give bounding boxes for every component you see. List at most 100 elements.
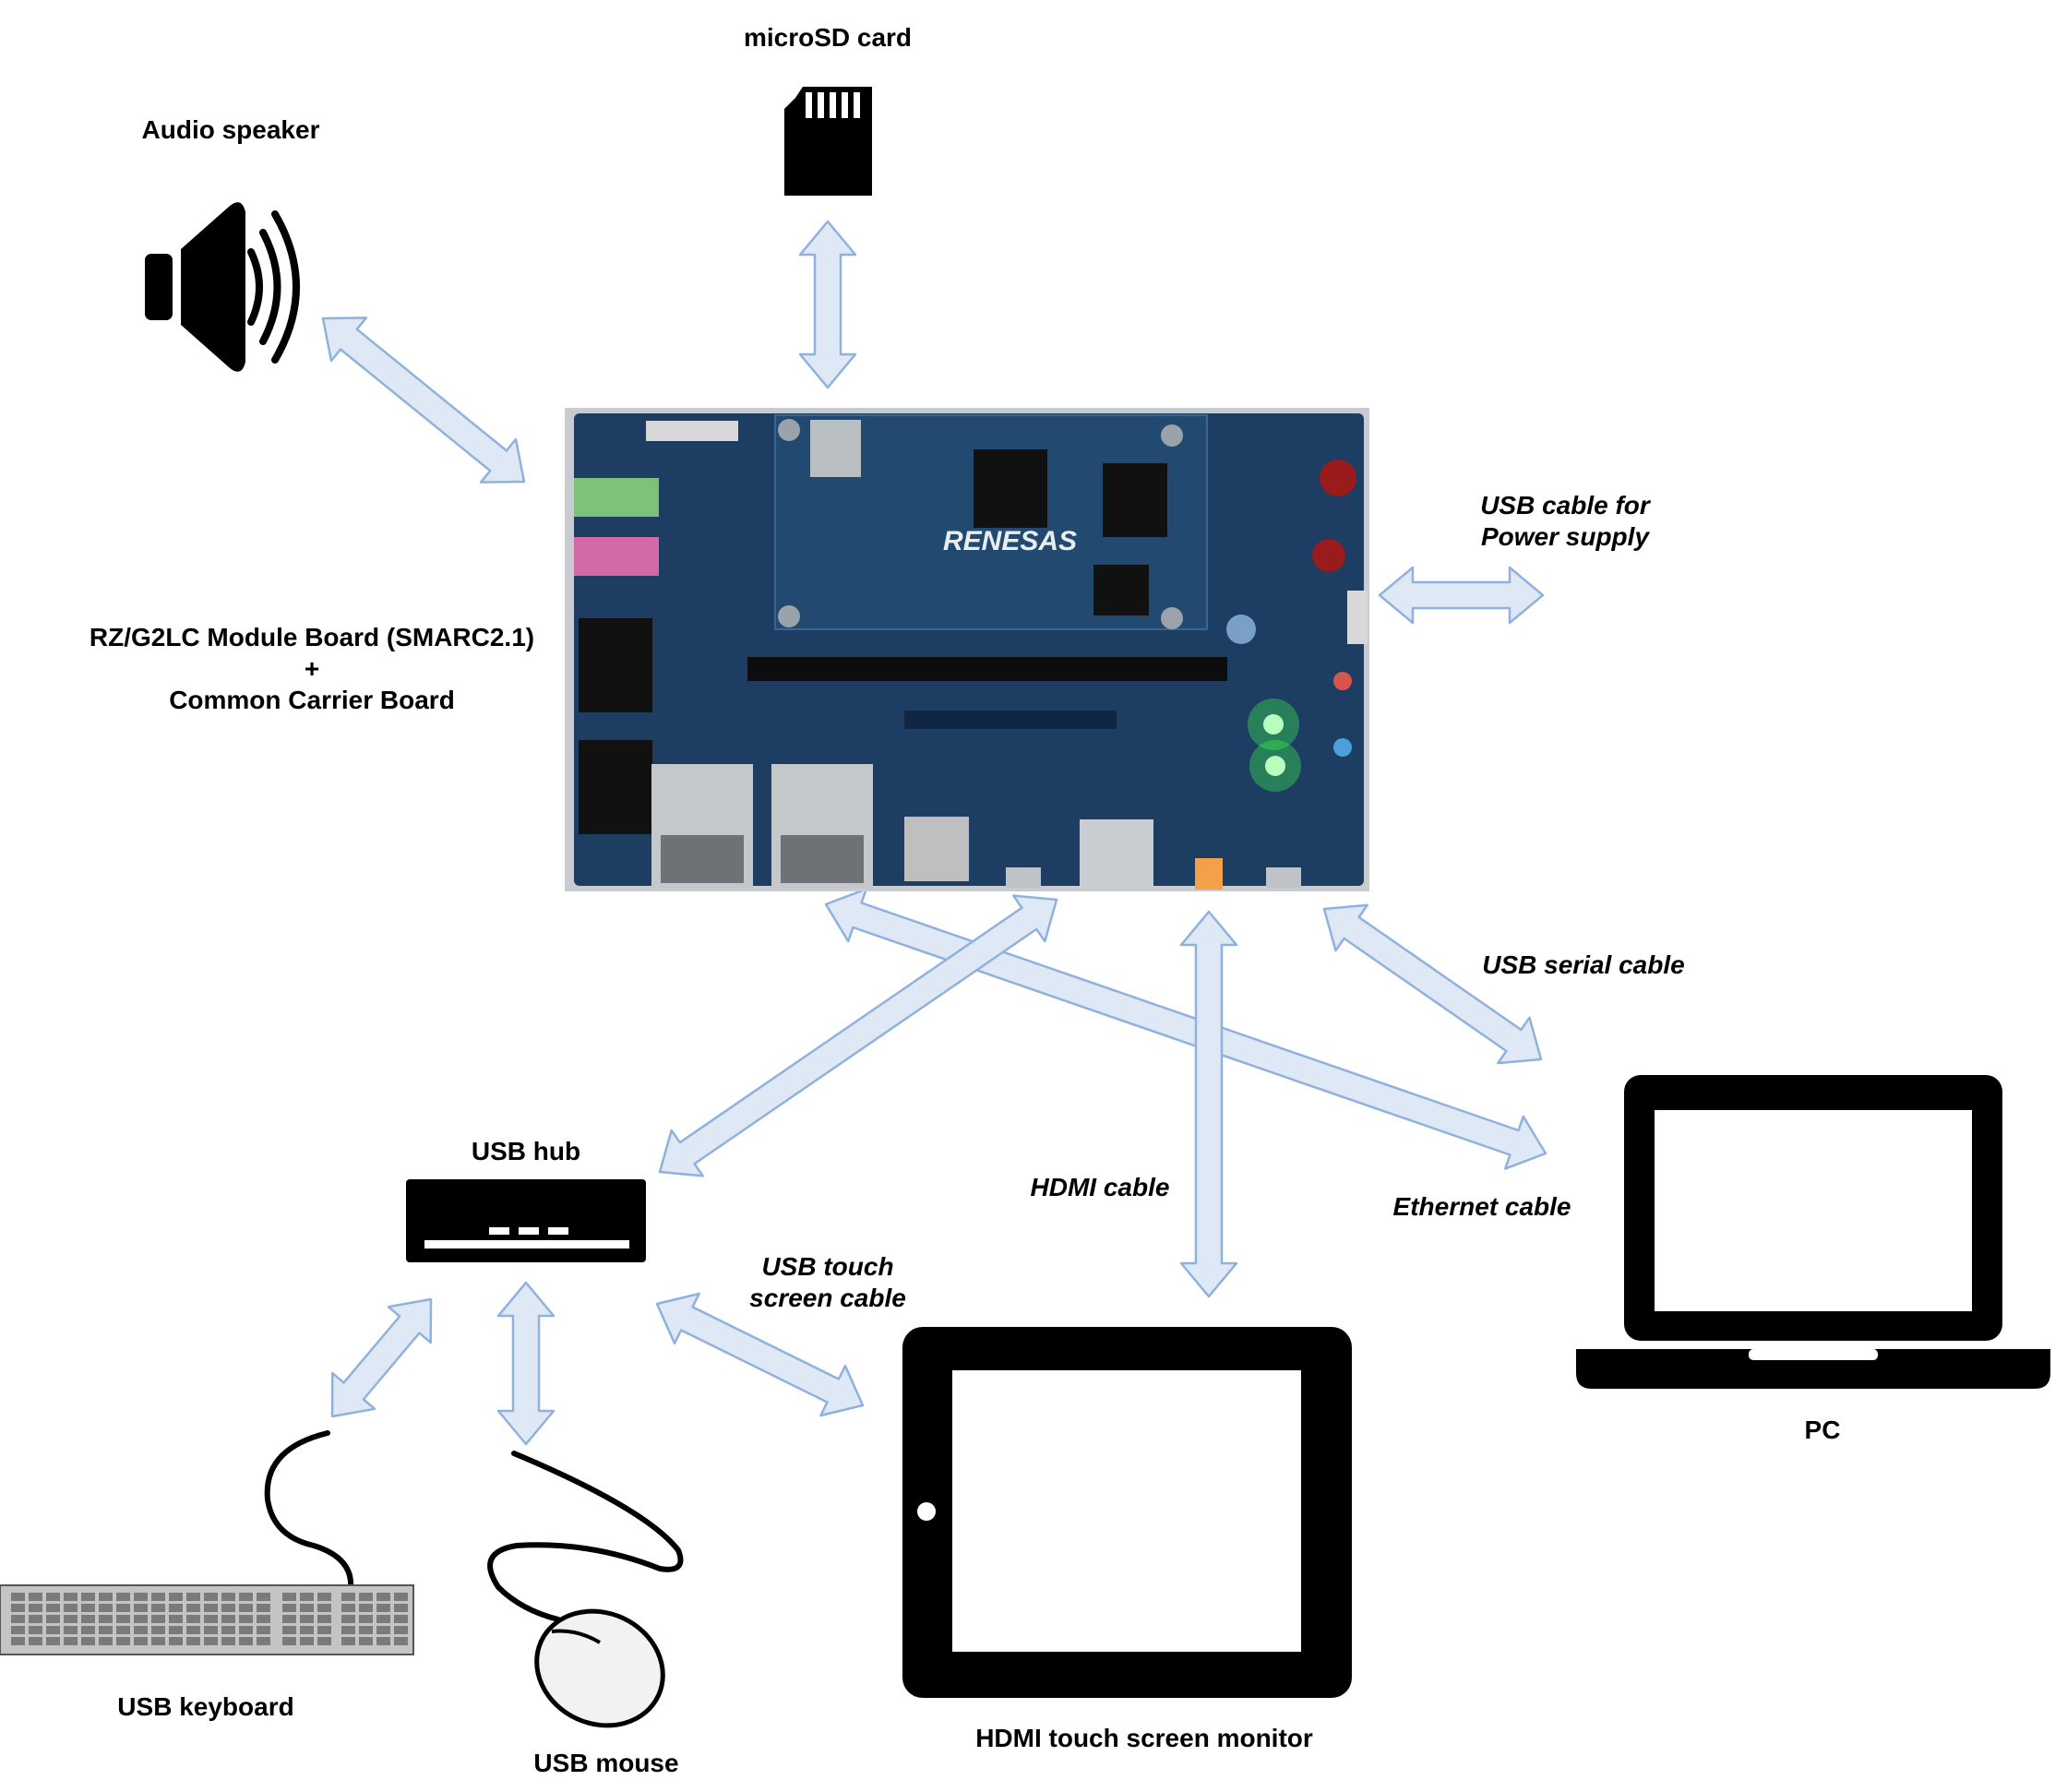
arrow-microsd-board <box>798 220 857 389</box>
keyboard-key <box>359 1637 373 1645</box>
usb-serial-cable-label: USB serial cable <box>1482 950 1684 979</box>
keyboard-key <box>221 1637 235 1645</box>
keyboard-key <box>394 1637 408 1645</box>
keyboard-key <box>394 1593 408 1601</box>
keyboard-key <box>317 1615 331 1623</box>
arrow-hub-monitor <box>655 1292 865 1417</box>
keyboard-key <box>169 1615 183 1623</box>
keyboard-key <box>317 1626 331 1634</box>
keyboard-key <box>46 1604 60 1612</box>
keyboard-key <box>257 1604 270 1612</box>
board-label-line3: Common Carrier Board <box>169 686 455 714</box>
board-label-line2: + <box>305 654 319 683</box>
arrow-ethernet-board-pc <box>824 888 1547 1170</box>
keyboard-key <box>257 1637 270 1645</box>
keyboard-key <box>341 1593 355 1601</box>
keyboard-key <box>239 1615 253 1623</box>
arrow-serial-board-pc <box>1322 903 1543 1065</box>
keyboard-key <box>151 1604 165 1612</box>
speaker-icon <box>145 202 300 372</box>
keyboard-key <box>221 1615 235 1623</box>
keyboard-key <box>186 1615 200 1623</box>
microsd-card-icon <box>784 87 872 196</box>
speaker-label: Audio speaker <box>142 115 320 144</box>
keyboard-key <box>169 1604 183 1612</box>
keyboard-key <box>394 1615 408 1623</box>
keyboard-icon <box>0 1430 414 1655</box>
tablet-monitor-icon <box>902 1327 1352 1698</box>
keyboard-label: USB keyboard <box>117 1692 293 1721</box>
keyboard-key <box>204 1637 218 1645</box>
keyboard-key <box>376 1604 390 1612</box>
arrow-power-board <box>1378 566 1545 625</box>
keyboard-key <box>134 1593 148 1601</box>
keyboard-key <box>376 1593 390 1601</box>
laptop-icon <box>1576 1075 2050 1389</box>
keyboard-key <box>46 1593 60 1601</box>
keyboard-key <box>186 1626 200 1634</box>
ethernet-cable-label: Ethernet cable <box>1393 1192 1571 1221</box>
keyboard-key <box>221 1626 235 1634</box>
keyboard-key <box>317 1604 331 1612</box>
keyboard-key <box>29 1593 42 1601</box>
arrow-hub-mouse <box>496 1281 556 1446</box>
keyboard-key <box>11 1637 25 1645</box>
arrow-hub-board <box>658 894 1058 1177</box>
keyboard-key <box>341 1604 355 1612</box>
power-cable-label-line2: Power supply <box>1481 522 1650 551</box>
microsd-card-label: microSD card <box>744 23 912 52</box>
keyboard-key <box>341 1615 355 1623</box>
keyboard-key <box>151 1626 165 1634</box>
keyboard-key <box>204 1626 218 1634</box>
keyboard-key <box>239 1604 253 1612</box>
keyboard-key <box>169 1637 183 1645</box>
keyboard-key <box>359 1615 373 1623</box>
keyboard-key <box>81 1626 95 1634</box>
keyboard-key <box>204 1604 218 1612</box>
keyboard-key <box>239 1626 253 1634</box>
arrow-hub-keyboard <box>330 1297 433 1418</box>
pc-label: PC <box>1805 1416 1841 1444</box>
keyboard-key <box>282 1593 296 1601</box>
keyboard-key <box>46 1626 60 1634</box>
board-label-line1: RZ/G2LC Module Board (SMARC2.1) <box>90 623 534 651</box>
keyboard-key <box>81 1604 95 1612</box>
keyboard-key <box>341 1637 355 1645</box>
keyboard-key <box>300 1604 314 1612</box>
keyboard-key <box>151 1615 165 1623</box>
keyboard-key <box>99 1615 113 1623</box>
keyboard-key <box>376 1637 390 1645</box>
keyboard-key <box>239 1637 253 1645</box>
keyboard-key <box>300 1615 314 1623</box>
arrow-hdmi-board-monitor <box>1179 910 1238 1298</box>
keyboard-key <box>81 1615 95 1623</box>
keyboard-key <box>394 1626 408 1634</box>
keyboard-key <box>64 1626 78 1634</box>
keyboard-key <box>29 1626 42 1634</box>
keyboard-key <box>11 1604 25 1612</box>
keyboard-key <box>29 1604 42 1612</box>
connection-arrows <box>321 220 1547 1446</box>
keyboard-key <box>300 1637 314 1645</box>
keyboard-key <box>359 1604 373 1612</box>
usb-hub-icon <box>406 1179 646 1262</box>
keyboard-key <box>394 1604 408 1612</box>
keyboard-key <box>300 1593 314 1601</box>
keyboard-key <box>99 1604 113 1612</box>
touch-cable-label-line1: USB touch <box>761 1252 893 1281</box>
keyboard-key <box>64 1593 78 1601</box>
keyboard-key <box>116 1615 130 1623</box>
keyboard-key <box>64 1615 78 1623</box>
keyboard-key <box>341 1626 355 1634</box>
keyboard-key <box>81 1637 95 1645</box>
keyboard-key <box>317 1637 331 1645</box>
keyboard-key <box>169 1593 183 1601</box>
keyboard-key <box>134 1615 148 1623</box>
keyboard-key <box>376 1626 390 1634</box>
keyboard-key <box>186 1637 200 1645</box>
keyboard-key <box>116 1604 130 1612</box>
keyboard-key <box>221 1593 235 1601</box>
mouse-label: USB mouse <box>533 1749 678 1777</box>
keyboard-key <box>186 1593 200 1601</box>
